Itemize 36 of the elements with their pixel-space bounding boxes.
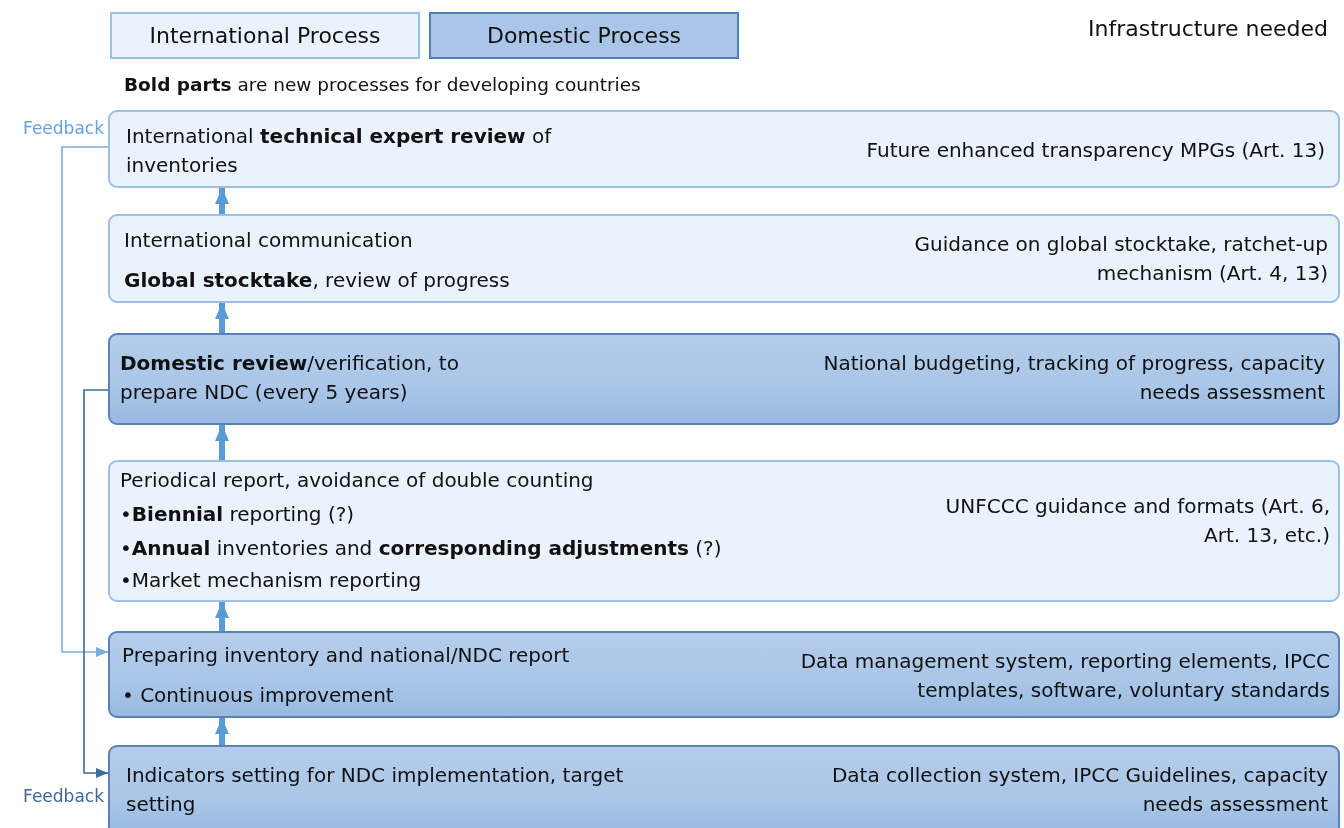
feedback-label: Feedback bbox=[22, 118, 104, 138]
box-text: •Market mechanism reporting bbox=[120, 567, 423, 594]
box-text: • Continuous improvement bbox=[122, 682, 395, 709]
box-text: •Annual inventories and corresponding adjustments (?) bbox=[120, 535, 723, 562]
international-process-box bbox=[108, 110, 1340, 188]
box-text: Future enhanced transparency MPGs (Art. 13) bbox=[865, 137, 1325, 164]
box-text: Periodical report, avoidance of double counting bbox=[120, 467, 595, 494]
column-heading: Infrastructure needed bbox=[1087, 16, 1328, 41]
box-text: Preparing inventory and national/NDC report bbox=[122, 642, 571, 669]
flow-arrow bbox=[215, 188, 229, 214]
feedback-label: Feedback bbox=[22, 786, 104, 806]
international-process-box bbox=[108, 460, 1340, 602]
international-process-box bbox=[108, 214, 1340, 303]
box-text: International technical expert review of inventories bbox=[126, 123, 553, 179]
domestic-process-box bbox=[108, 745, 1340, 828]
box-text: Global stocktake, review of progress bbox=[124, 267, 511, 294]
flow-arrow bbox=[215, 425, 229, 460]
flow-arrow bbox=[215, 602, 229, 631]
box-text: International communication bbox=[124, 227, 414, 254]
legend-label: Domestic Process bbox=[486, 23, 682, 48]
legend-label: International Process bbox=[149, 23, 381, 48]
box-text: Domestic review/verification, to prepare NDC (every 5 years) bbox=[120, 350, 460, 406]
domestic-process-box bbox=[108, 631, 1340, 718]
box-text: Indicators setting for NDC implementation, target setting bbox=[126, 762, 625, 818]
box-text: •Biennial reporting (?) bbox=[120, 501, 356, 528]
box-text: Data management system, reporting elements, IPCC templates, software, voluntary standards bbox=[799, 648, 1330, 704]
feedback-arrow bbox=[61, 146, 109, 657]
note-text: Bold parts are new processes for developing countries bbox=[124, 74, 642, 95]
domestic-process-box bbox=[108, 333, 1340, 425]
flow-arrow bbox=[215, 303, 229, 333]
box-text: UNFCCC guidance and formats (Art. 6, Art. 13, etc.) bbox=[944, 493, 1330, 549]
box-text: National budgeting, tracking of progress, capacity needs assessment bbox=[822, 350, 1325, 406]
feedback-arrow bbox=[83, 389, 109, 778]
box-text: Data collection system, IPCC Guidelines, capacity needs assessment bbox=[830, 762, 1328, 818]
flow-arrow bbox=[215, 718, 229, 745]
box-text: Guidance on global stocktake, ratchet-up mechanism (Art. 4, 13) bbox=[913, 231, 1328, 287]
